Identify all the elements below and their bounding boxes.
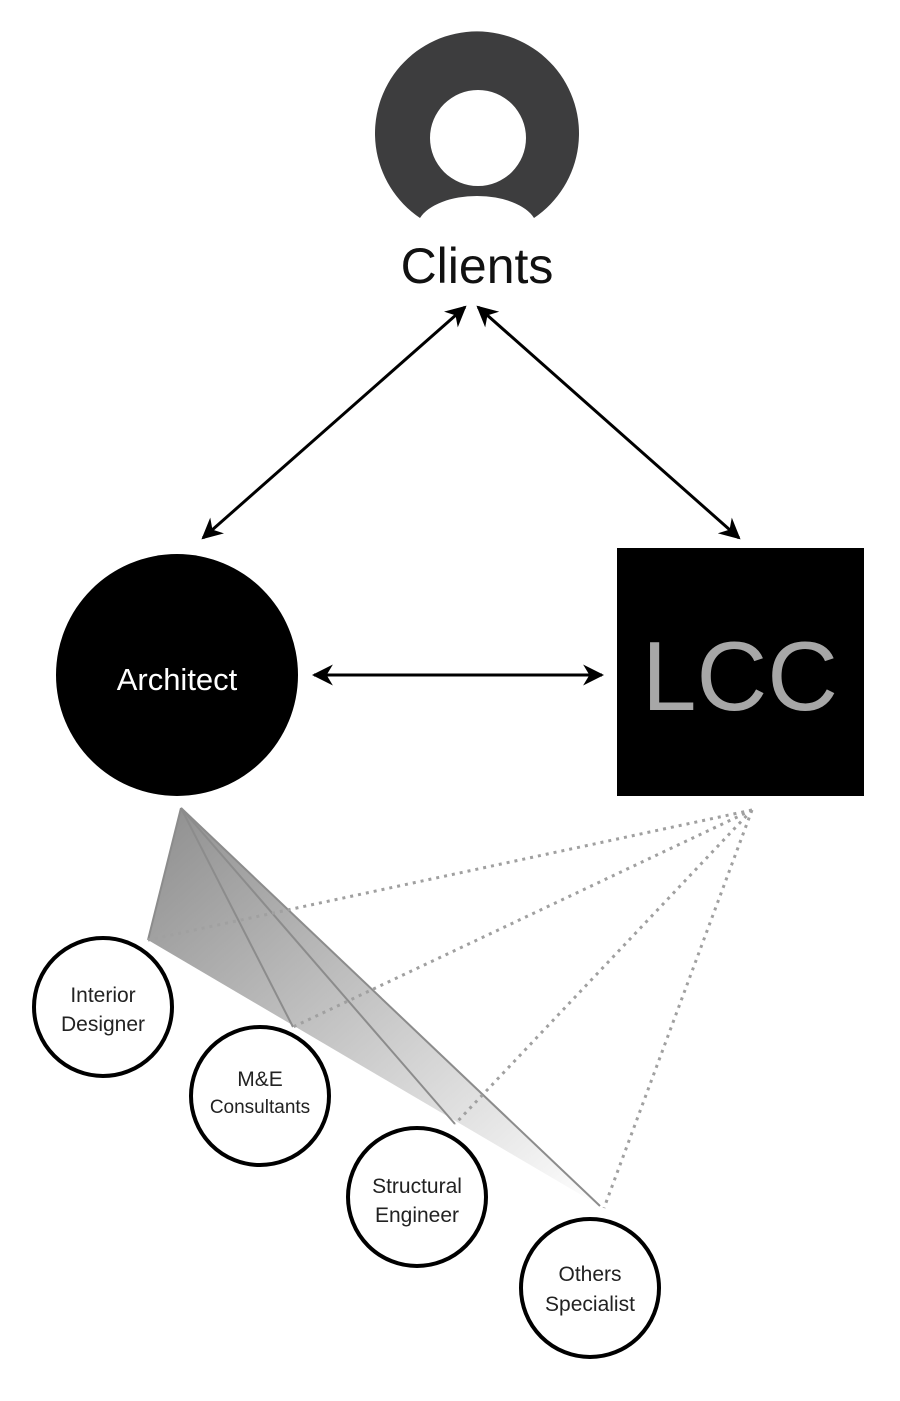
fan-shape: [148, 808, 600, 1206]
fan-edge-interior: [147, 807, 182, 941]
fan-edge-structural: [180, 807, 456, 1125]
architect-label: Architect: [117, 662, 238, 697]
interior-designer-circle: [32, 936, 174, 1078]
dotted-lcc-others: [602, 809, 754, 1209]
me-consultants-node: M&E Consultants: [189, 1025, 331, 1167]
interior-designer-label-2: Designer: [61, 1013, 145, 1036]
lcc-label: LCC: [642, 621, 838, 731]
interior-designer-label-1: Interior: [70, 984, 135, 1007]
others-specialist-circle: [519, 1217, 661, 1359]
architect-circle: [56, 554, 298, 796]
others-specialist-label-2: Specialist: [545, 1293, 635, 1316]
arrow-clients-architect: [201, 305, 467, 540]
me-consultants-circle: [189, 1025, 331, 1167]
fan-edge-others: [180, 807, 601, 1207]
lcc-dotted-links: [147, 808, 754, 1209]
structural-engineer-label-1: Structural: [372, 1175, 462, 1198]
others-specialist-label-1: Others: [558, 1263, 621, 1286]
arrow-clients-lcc: [476, 305, 741, 540]
structural-engineer-label-2: Engineer: [375, 1204, 459, 1227]
me-consultants-label-2: Consultants: [210, 1097, 310, 1118]
dotted-lcc-structural: [453, 808, 754, 1126]
arrows: [201, 305, 741, 686]
architect-fan: [147, 807, 601, 1207]
clients-label: Clients: [401, 238, 554, 294]
dotted-lcc-interior: [147, 808, 753, 942]
user-icon: [375, 31, 580, 218]
interior-designer-node: Interior Designer: [32, 936, 174, 1078]
architect-node: Architect: [56, 554, 298, 796]
structural-engineer-circle: [346, 1126, 488, 1268]
user-icon-ring: [375, 31, 580, 218]
lcc-node: LCC: [617, 548, 864, 796]
lcc-square: [617, 548, 864, 796]
fan-edge-me: [180, 807, 294, 1028]
me-consultants-label-1: M&E: [237, 1068, 283, 1091]
others-specialist-node: Others Specialist: [519, 1217, 661, 1359]
structural-engineer-node: Structural Engineer: [346, 1126, 488, 1268]
